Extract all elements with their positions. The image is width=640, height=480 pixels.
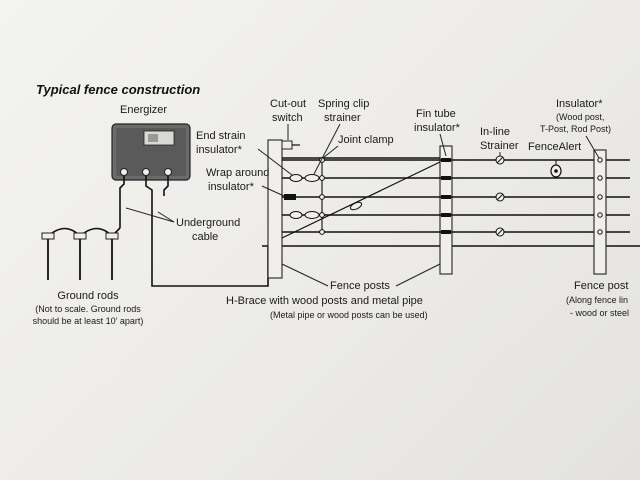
energizer-label: Energizer xyxy=(120,104,167,116)
ground-rods-note-2: should be at least 10' apart) xyxy=(33,316,144,326)
fencealert-label: FenceAlert xyxy=(528,141,581,153)
post-insulator-5 xyxy=(597,229,603,235)
fence-wires xyxy=(282,159,630,233)
end-strain-insulators xyxy=(284,174,320,219)
post-insulator-3 xyxy=(597,194,603,200)
wrap-around-insulator xyxy=(284,194,296,200)
h-brace-diagonal xyxy=(281,161,441,239)
post-insulator-1 xyxy=(597,157,603,163)
energizer-lead-3 xyxy=(163,176,169,196)
fin-tube-insulator-4 xyxy=(441,213,451,217)
fin-tube-leader xyxy=(439,133,447,157)
joint-clamp-label: Joint clamp xyxy=(338,134,394,146)
inline-strainer-1-mark xyxy=(496,156,504,164)
fencealert-lamp xyxy=(554,169,558,173)
fence-posts-leader-1 xyxy=(281,263,329,287)
insulator-right-label-1: Insulator* xyxy=(556,98,603,110)
wrap-around-label-2: insulator* xyxy=(208,181,255,193)
energizer-display-panel xyxy=(148,134,158,142)
underground-leader-1 xyxy=(125,207,175,223)
inline-strainers xyxy=(495,155,505,237)
fin-tube-label-2: insulator* xyxy=(414,122,461,134)
fence-posts-label: Fence posts xyxy=(330,280,390,292)
inline-strainer-2-mark xyxy=(496,193,504,201)
joint-clamp-3 xyxy=(319,194,325,200)
underground-cable-label-1: Underground xyxy=(176,217,240,229)
energizer-terminal-2 xyxy=(142,168,150,176)
fence-post-right-note-2: - wood or steel xyxy=(570,308,629,318)
fencealert-device xyxy=(550,160,562,178)
joint-clamp-leader xyxy=(322,145,339,159)
underground-leader-2 xyxy=(157,211,175,223)
spring-clip-label-1: Spring clip xyxy=(318,98,369,110)
hbrace-note: (Metal pipe or wood posts can be used) xyxy=(270,310,428,320)
inline-strainer-3-mark xyxy=(496,228,504,236)
insulator-right-leader xyxy=(585,135,600,159)
inline-strainer-label-1: In-line xyxy=(480,126,510,138)
ground-rods-note-1: (Not to scale. Ground rods xyxy=(35,304,141,314)
hbrace-label: H-Brace with wood posts and metal pipe xyxy=(226,295,423,307)
insulator-right-label-2: (Wood post, xyxy=(556,112,604,122)
energizer-terminal-3 xyxy=(164,168,172,176)
ground-rods xyxy=(41,227,121,280)
fence-lead-wire xyxy=(145,176,269,287)
joint-clamp-4 xyxy=(319,212,325,218)
ground-lead-wire xyxy=(119,176,125,228)
ground-rod-clamp-3 xyxy=(105,232,119,240)
energizer-unit xyxy=(111,123,191,181)
wrap-around-leader xyxy=(261,185,285,197)
end-strain-insulator-2 xyxy=(289,211,303,219)
diagram-title: Typical fence construction xyxy=(36,82,200,97)
fin-tube-insulator-5 xyxy=(441,230,451,234)
right-fence-post-body xyxy=(593,149,607,275)
end-strain-label-2: insulator* xyxy=(196,144,243,156)
energizer-terminal-1 xyxy=(120,168,128,176)
ground-rod-clamp-1 xyxy=(41,232,55,240)
fence-posts-leader-2 xyxy=(395,263,441,287)
right-fence-post xyxy=(593,149,607,275)
joint-clamp-2 xyxy=(319,175,325,181)
spring-clip-strainer-2 xyxy=(304,211,320,219)
fin-tube-insulator-2 xyxy=(441,176,451,180)
post-insulator-4 xyxy=(597,212,603,218)
fin-tube-label-1: Fin tube xyxy=(416,108,456,120)
underground-cable-label-2: cable xyxy=(192,231,218,243)
wrap-around-label-1: Wrap around xyxy=(206,167,269,179)
cutout-switch xyxy=(281,140,300,150)
end-strain-leader xyxy=(257,148,293,176)
h-brace-post-left xyxy=(267,139,283,279)
spring-clip-leader xyxy=(313,123,341,175)
joint-clamps xyxy=(319,157,325,235)
diagonal-insulator xyxy=(349,201,363,211)
fin-tube-insulator-3 xyxy=(441,195,451,199)
spring-clip-strainer-1 xyxy=(304,174,320,182)
ground-rod-clamp-2 xyxy=(73,232,87,240)
fence-post-right-note-1: (Along fence lin xyxy=(566,295,628,305)
fence-post-right-label: Fence post xyxy=(574,280,628,292)
fin-tube-insulator-1 xyxy=(441,158,451,162)
h-brace-post-right xyxy=(439,145,453,275)
insulator-right-label-3: T-Post, Rod Post) xyxy=(540,124,611,134)
cutout-switch-box xyxy=(281,140,293,150)
inline-strainer-label-2: Strainer xyxy=(480,140,519,152)
cutout-switch-label-1: Cut-out xyxy=(270,98,306,110)
cutout-switch-label-2: switch xyxy=(272,112,303,124)
fin-tube-insulators xyxy=(441,158,451,234)
end-strain-insulator-1 xyxy=(289,174,303,182)
spring-clip-label-2: strainer xyxy=(324,112,361,124)
post-insulator-2 xyxy=(597,175,603,181)
end-strain-label-1: End strain xyxy=(196,130,246,142)
joint-clamp-5 xyxy=(319,229,325,235)
ground-rods-label: Ground rods xyxy=(57,290,119,302)
